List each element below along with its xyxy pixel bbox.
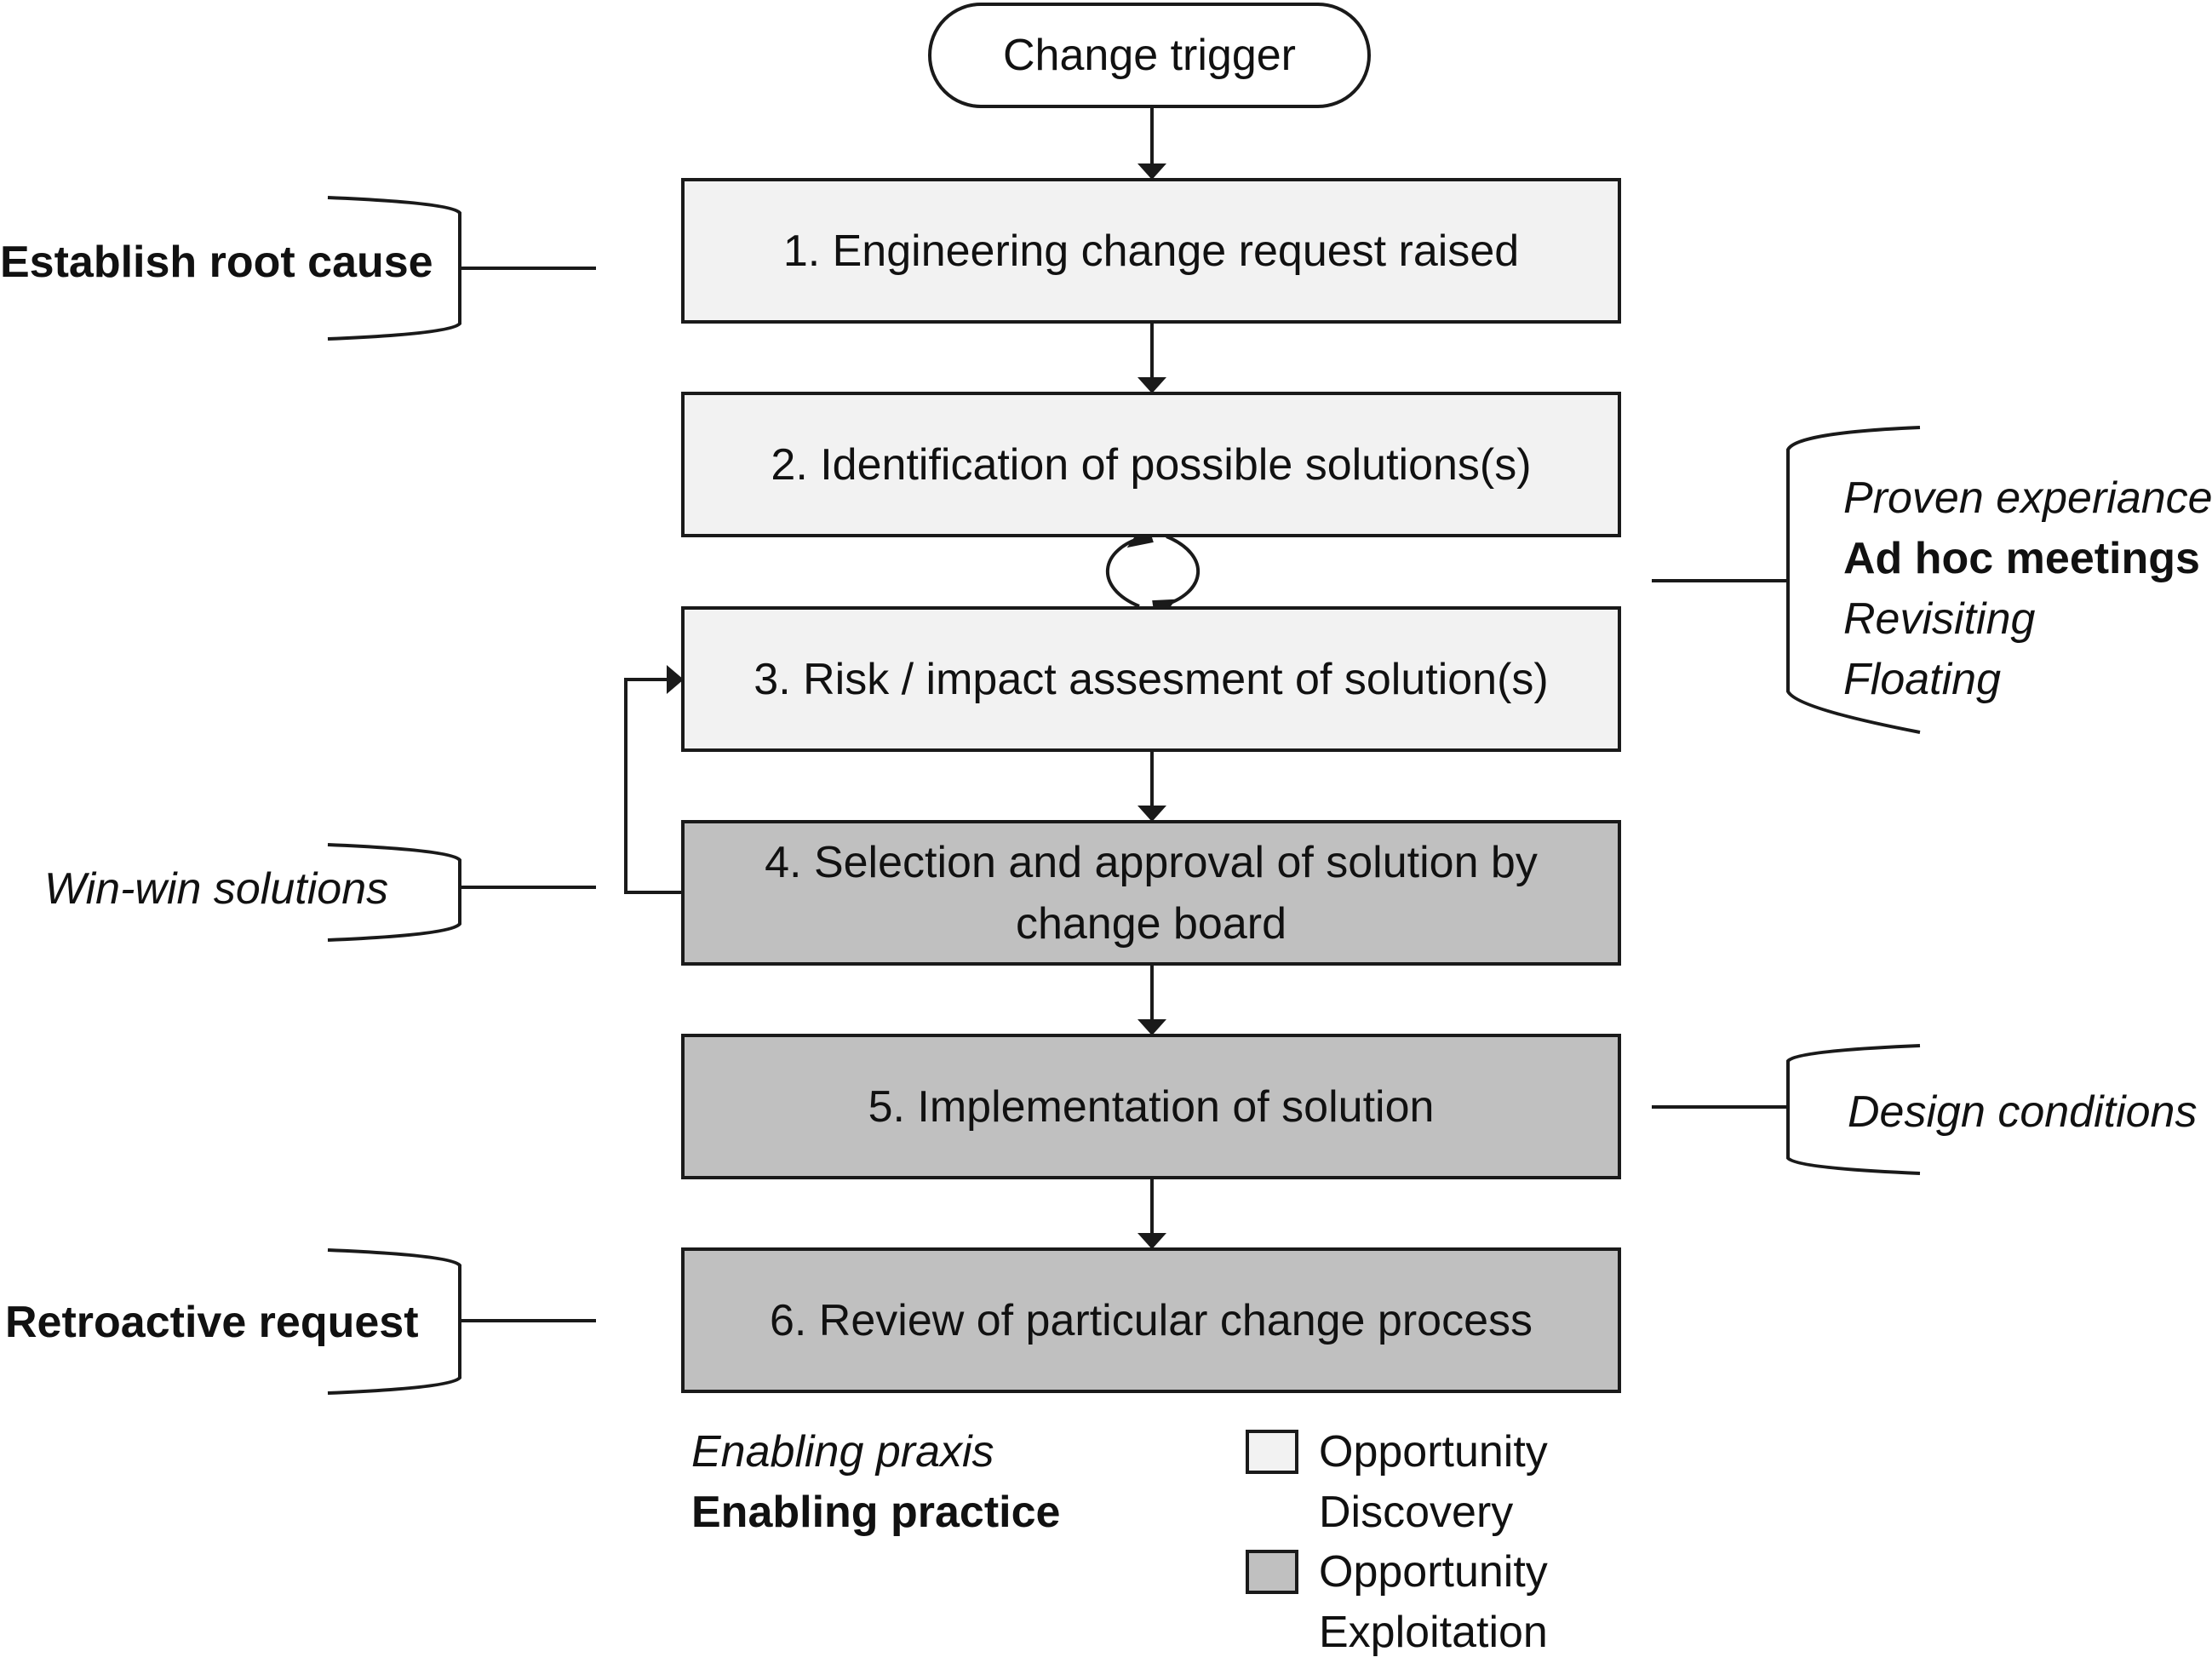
annotation-establish-root-cause: Establish root cause [0, 238, 433, 287]
step-3-label: 3. Risk / impact assesment of solution(s… [754, 654, 1549, 704]
legend-swatch-exploitation [1246, 1550, 1298, 1594]
step-4-box: 4. Selection and approval of solution by… [681, 820, 1621, 966]
annotation-ad-hoc-meetings: Ad hoc meetings [1843, 534, 2200, 583]
step-6-label: 6. Review of particular change process [769, 1295, 1533, 1345]
change-trigger-label: Change trigger [1003, 31, 1296, 80]
annotation-proven-experiance: Proven experiance [1843, 473, 2212, 523]
step-6-box: 6. Review of particular change process [681, 1247, 1621, 1393]
legend-label-discovery: Opportunity Discovery [1319, 1427, 1548, 1537]
legend-swatch-discovery [1246, 1430, 1298, 1474]
step-4-label: 4. Selection and approval of solution by… [765, 837, 1538, 949]
annotation-right-group: Proven experiance Ad hoc meetings Revisi… [1843, 468, 2212, 710]
bracket-right-group [1786, 426, 1921, 734]
legend-enablers: Enabling praxis Enabling practice [691, 1422, 1060, 1543]
step-5-label: 5. Implementation of solution [868, 1081, 1435, 1132]
annotation-win-win-solutions: Win-win solutions [44, 864, 389, 914]
legend-enabling-practice: Enabling practice [691, 1488, 1061, 1537]
step-2-box: 2. Identification of possible solutions(… [681, 392, 1621, 537]
annotation-revisiting: Revisiting [1843, 594, 2036, 644]
step-3-box: 3. Risk / impact assesment of solution(s… [681, 606, 1621, 752]
annotation-floating: Floating [1843, 655, 2001, 704]
cycle-arrow-step2-step3 [1105, 535, 1146, 608]
change-trigger-node: Change trigger [928, 3, 1371, 108]
step-5-box: 5. Implementation of solution [681, 1034, 1621, 1179]
legend-label-exploitation: Opportunity Exploitation [1319, 1547, 1548, 1657]
annotation-design-conditions: Design conditions [1848, 1087, 2198, 1137]
step-1-label: 1. Engineering change request raised [782, 226, 1520, 276]
legend-enabling-praxis: Enabling praxis [691, 1427, 994, 1477]
step-2-label: 2. Identification of possible solutions(… [771, 439, 1532, 490]
annotation-retroactive-request: Retroactive request [5, 1298, 419, 1347]
bracket-design-conditions [1786, 1044, 1921, 1175]
feedback-loop-step4-to-step3 [624, 678, 681, 894]
step-1-box: 1. Engineering change request raised [681, 178, 1621, 324]
bracket-win-win [327, 843, 461, 942]
